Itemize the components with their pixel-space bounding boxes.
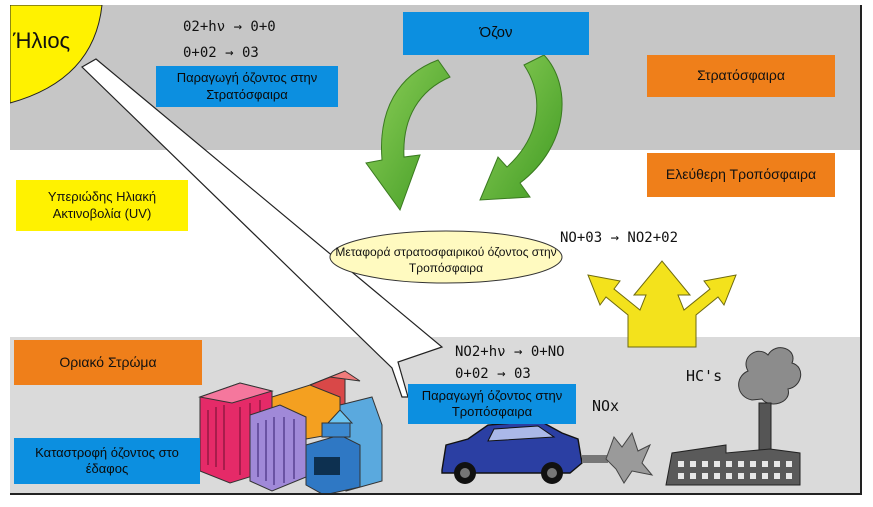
- free-troposphere-label: Ελεύθερη Τροπόσφαιρα: [647, 153, 835, 197]
- transport-ellipse: [329, 230, 563, 284]
- stratosphere-label: Στρατόσφαιρα: [647, 55, 835, 97]
- troposphere-production-label: Παραγωγή όζοντος στην Τροπόσφαιρα: [408, 384, 576, 424]
- hcs-label: HC's: [686, 367, 723, 385]
- diagram-artwork: [10, 5, 802, 493]
- transport-arrows-icon: [365, 54, 563, 212]
- uv-label: Υπεριώδης Ηλιακή Ακτινοβολία (UV): [16, 180, 188, 231]
- strato-production-label: Παραγωγή όζοντος στην Στρατόσφαιρα: [156, 66, 338, 107]
- strato-equation-1: 02+hν → 0+0: [183, 19, 276, 35]
- boundary-equation-1: NO2+hν → 0+NO: [455, 344, 565, 360]
- ozone-label: Όζον: [403, 12, 589, 55]
- city-buildings-icon: [198, 370, 383, 493]
- nox-label: NOx: [592, 397, 620, 415]
- ozone-diagram: Ήλιος 02+hν → 0+0 0+02 → 03 Παραγωγή όζο…: [10, 5, 862, 495]
- factory-icon: [665, 347, 802, 486]
- ground-destruction-label: Καταστροφή όζοντος στο έδαφος: [14, 438, 200, 484]
- boundary-layer-label: Οριακό Στρώμα: [14, 340, 202, 385]
- sun-icon: [10, 5, 103, 104]
- exhaust-puff-icon: [582, 431, 654, 484]
- free-troposphere-equation: NO+03 → NO2+02: [560, 230, 679, 246]
- strato-equation-2: 0+02 → 03: [183, 45, 259, 61]
- yellow-split-arrow-icon: [587, 260, 737, 348]
- uv-beam: [81, 58, 444, 398]
- transport-label: Μεταφορά στρατοσφαιρικού όζοντος στην Τρ…: [335, 245, 557, 275]
- car-icon: [441, 420, 583, 484]
- boundary-equation-2: 0+02 → 03: [455, 366, 531, 382]
- sun-label: Ήλιος: [13, 28, 71, 53]
